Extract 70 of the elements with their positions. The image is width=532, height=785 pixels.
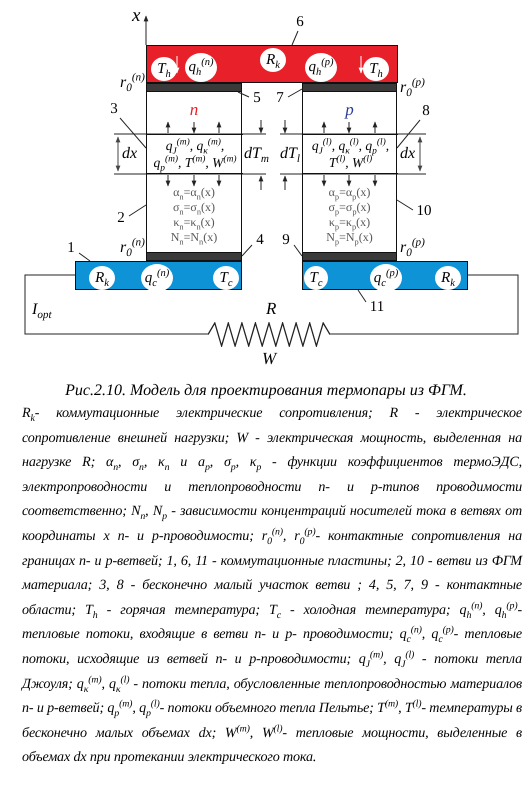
description-text: R$_{k}$- коммутационные электрические сопротивления; R - электрическое сопротивление внешней нагрузки; W - электрическая мощность, выделенная на нагрузке R; α$_{n}$, σ$_{n}$, κ$_{n}$ и a$_{p}$, σ$_{p}$, κ$_{p}$ - функции коэффициентов термоЭДС, электропроводности и теплопроводности n- и p-типов проводимости соответственно; N$_{n}$, N$_{p}$ - зависимости концентраций носителей тока в ветвях от координаты x n- и p-проводимости; r$_{0}$$^{(n)}$, r$_{0}$$^{(p)}$- контактные сопротивления на границах n- и p-ветвей; 1, 6, 11 - коммутационные пластины; 2, 10 - ветви из ФГМ материала; 3, 8 - бесконечно малый участок ветви ; 4, 5, 7, 9 - контактные области; T$_{h}$ - горячая температура; T$_{c}$ - холодная температура; q$_{h}$$^{(n)}$, q$_{h}$$^{(p)}$- тепловые потоки, входящие в ветви n- и p- проводимости; q$_{c}$$^{(n)}$, q$_{c}$$^{(p)}$- тепловые потоки, исходящие из ветвей n- и p-проводимости; q$_{J}$$^{(m)}$, q$_{J}$$^{(l)}$ - потоки тепла Джоуля; q$_{κ}$$^{(m)}$, q$_{κ}$$^{(l)}$ - потоки тепла, обусловленные теплопроводностью материалов n- и p-ветвей; q$_{p}$$^{(m)}$, q$_{p}$$^{(l)}$- потоки объемного тепла Пельтье; T$^{(m)}$, T$^{(l)}$- температуры в бесконечно малых объемах dx; W$^{(m)}$, W$^{(l)}$- тепловые мощности, выделенные в объемах dx при протекании электрического тока. xyxy=(22,404,522,768)
dimension-label: dx xyxy=(400,146,416,162)
dimension-label: dx xyxy=(122,146,138,162)
element-slice xyxy=(147,134,243,174)
leg-type-label: p xyxy=(343,101,355,118)
commutation-plate xyxy=(75,261,242,290)
component-label: W xyxy=(262,350,276,367)
callout-number: 5 xyxy=(249,89,265,107)
leader-line xyxy=(358,290,366,302)
callout-number: 3 xyxy=(106,100,122,118)
callout-number: 7 xyxy=(272,89,288,107)
formula-text: κ$_{n}$=κ$_{n}$(x) xyxy=(172,216,216,228)
temperature-label: dT$_{l}$ xyxy=(280,146,300,162)
leader-line xyxy=(238,92,250,98)
symbol-circle xyxy=(213,266,239,290)
wire xyxy=(24,274,208,334)
callout-number: 10 xyxy=(413,202,435,220)
edge-label: I$_{opt}$ xyxy=(32,302,52,318)
callout-number: 11 xyxy=(366,298,388,316)
symbol-label: T$_{c}$ xyxy=(219,270,232,286)
formula-text: α$_{n}$=α$_{n}$(x) xyxy=(172,186,216,198)
contact-layer xyxy=(302,252,397,261)
contact-layer xyxy=(146,252,242,261)
leg-type-label: n xyxy=(188,101,200,118)
symbol-label: T$_{c}$ xyxy=(309,270,322,286)
component-label: R xyxy=(266,300,276,317)
callout-number: 1 xyxy=(63,239,79,257)
leader-line xyxy=(292,30,298,46)
formula-text: N$_{n}$=N$_{n}$(x) xyxy=(170,231,218,243)
formula-text: q$_{J}$$^{(m)}$, q$_{κ}$$^{(m)}$, q$_{p}$$^{(m)}$, T$^{(m)}$, W$^{(m)}$ xyxy=(153,137,237,171)
leader-line xyxy=(396,200,414,210)
symbol-label: T$_{h}$ xyxy=(157,62,171,76)
symbol-label: T$_{h}$ xyxy=(369,62,383,76)
temperature-label: dT$_{m}$ xyxy=(244,146,269,162)
symbol-label: R$_{k}$ xyxy=(266,52,280,68)
leader-line xyxy=(294,244,302,256)
callout-number: 4 xyxy=(252,231,268,249)
figure-caption: Рис.2.10. Модель для проектирования термопары из ФГМ. xyxy=(64,382,468,400)
leader-line xyxy=(242,244,252,256)
leader-line xyxy=(128,204,146,216)
symbol-circle xyxy=(304,266,328,290)
axis-label: x xyxy=(132,6,140,25)
commutation-plate xyxy=(302,261,468,290)
contact-layer xyxy=(146,83,242,92)
symbol-circle xyxy=(185,53,217,82)
symbol-circle xyxy=(370,264,402,292)
commutation-plate xyxy=(146,45,398,83)
symbol-label: R$_{k}$ xyxy=(95,270,109,286)
callout-number: 8 xyxy=(418,102,434,120)
element-slice xyxy=(303,134,398,174)
leader-line xyxy=(120,118,146,148)
callout-number: 2 xyxy=(113,209,129,227)
contact-layer xyxy=(302,83,397,92)
callout-number: 6 xyxy=(292,13,308,31)
callout-number: 9 xyxy=(278,231,294,249)
formula-text: q$_{J}$$^{(l)}$, q$_{κ}$$^{(l)}$, q$_{p}$$^{(l)}$, T$^{(l)}$, W$^{(l)}$ xyxy=(310,137,390,171)
resistor-symbol xyxy=(208,322,330,347)
symbol-circle xyxy=(141,264,173,292)
symbol-circle xyxy=(363,57,389,81)
symbol-circle xyxy=(435,266,461,290)
symbol-label: R$_{k}$ xyxy=(441,270,455,286)
leader-line xyxy=(288,88,302,98)
symbol-circle xyxy=(151,57,177,81)
formula-text: σ$_{n}$=σ$_{n}$(x) xyxy=(172,201,216,213)
symbol-circle xyxy=(89,266,115,290)
leader-line xyxy=(396,120,420,148)
symbol-circle xyxy=(260,48,286,72)
wire xyxy=(330,274,518,334)
symbol-circle xyxy=(305,53,337,82)
leader-line xyxy=(78,252,90,262)
